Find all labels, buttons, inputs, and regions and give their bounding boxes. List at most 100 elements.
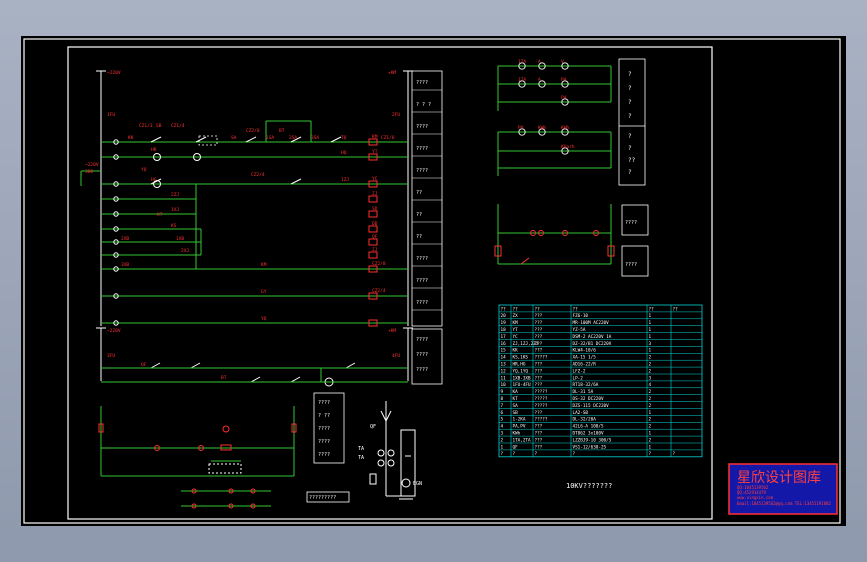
parts-table-cell: 4 [649,382,652,388]
relay-coil [368,195,378,203]
parts-table-cell: YZ-5A [573,327,586,333]
parts-table-cell: ??? [535,437,543,443]
meter-description-row: ? [628,85,632,92]
control-label: YQ [141,167,147,173]
parts-table-cell: RT18-32/6A [573,382,599,388]
parts-table-cell: SB [513,410,519,416]
parts-table-cell: ? [649,451,652,457]
supply-label-upper-left: ~220V [107,70,121,76]
parts-table-cell: 3 [649,341,652,347]
parts-table-cell: ?? [501,306,507,312]
parts-table-cell: 1 [649,431,652,437]
indicator-lamp [153,180,161,188]
meter-label: A [538,77,541,83]
terminal-dot [113,154,119,160]
switch-contact [245,136,257,143]
relay-coil [368,180,378,188]
motor-contact [190,362,201,369]
control-label: SA [231,135,237,141]
parts-table-cell: 7 [501,403,504,409]
terminal-dot [113,293,119,299]
parts-table-cell: MR-100M AC220V [573,320,610,326]
description-row: ???? [416,352,428,358]
parts-table-cell: 1 [649,410,652,416]
parts-table-cell: 15 [501,348,507,354]
relay-box1-label: ???? [625,220,637,226]
description-row: ???? [416,337,428,343]
parts-table-cell: 14 [501,355,507,361]
meter-description-row: ? [628,145,632,152]
parts-table-cell: PA,PV [513,424,526,430]
motor-branches [101,367,408,383]
wire-label: BT [221,375,227,381]
switch-contact [195,136,207,143]
mini-description-box [306,392,350,503]
control-label: HR [151,147,157,153]
parts-table-cell: KA [513,389,519,395]
terminal-dot [113,226,119,232]
logo-line2: QQ:452914479 [737,490,766,495]
control-label: 2SA [289,135,297,141]
parts-table-cell: ??? [535,444,543,450]
fuse-label-fu-upper-left: 1FU [107,112,115,118]
parts-table-cell: 2 [649,424,652,430]
relay-coil [368,251,378,259]
motor-section [96,327,413,381]
relay-coil [368,225,378,233]
parts-table-cell: 1FU-4FU [513,382,532,388]
parts-table-cell: DT862 3x100V [573,431,604,437]
meter-description-row: ? [628,71,632,78]
description-row: ???? [416,146,428,152]
parts-table-cell: AD16-22/R [573,362,597,368]
upper-description-rows: ????? ? ??????????????????????????????? [412,80,442,311]
parts-table-cell: 4 [501,424,504,430]
coil-label: KM [261,262,267,268]
ct-label-ground: EGN [413,481,422,487]
meter-symbols [518,62,569,155]
parts-table-cell: ??? [535,320,543,326]
supply-label-upper-right: +KM [388,70,396,76]
meter-symbol [538,80,546,88]
meter-description-row: ? [628,169,632,176]
description-row: ???? [416,168,428,174]
right-label: YT [372,149,378,155]
parts-table-cell: ? [501,451,504,457]
inner-frame [67,46,713,520]
mini-description-rows: ????? ?????????????? [318,400,330,458]
coil-label: 2ZJ [171,192,179,198]
parts-table-cell: 12 [501,368,507,374]
mini-box-bottom-label: ????????? [309,495,336,501]
control-label: CZ2/4 [251,172,265,178]
wire-label: GY [261,289,267,295]
ct-labels: QF TA TA EGN [358,424,422,487]
supply-label-lower-left: ~220V [107,328,121,334]
relay-coil [368,153,378,161]
control-label: 2XB [121,236,129,242]
parts-table-cell: ZJ,1ZJ,2ZJ [513,341,539,347]
coil-label: 2XJ [181,248,189,254]
ct-label-ta: TA [358,446,364,452]
control-label: 1XB [176,236,184,242]
description-row: ???? [416,124,428,130]
parts-table-cell: ????? [535,389,548,395]
parts-table-cell: DZS-115 DC220V [573,403,610,409]
parts-table-cell: ??? [535,424,543,430]
parts-table-cell: 18 [501,327,507,333]
parts-table-cell: 9 [501,389,504,395]
parts-table-cell: 2 [649,362,652,368]
fuse-label-fu-lower-right: 4FU [392,353,400,359]
parts-table-cell: 10 [501,382,507,388]
description-row: ???? [416,256,428,262]
upper-description-box [411,70,443,327]
parts-table-cell: KM [513,320,519,326]
control-label: CZ2/8 [246,128,260,134]
parts-table-cell: 13 [501,362,507,368]
parts-table-cell: KK [513,348,519,354]
description-row: ?? [416,212,422,218]
parts-table-cell: ??? [535,431,543,437]
coil-label: 1ZJ [341,177,349,183]
switch-contact [290,136,302,143]
parts-table-cell: ZX [513,313,519,319]
right-label: SD [372,206,378,212]
